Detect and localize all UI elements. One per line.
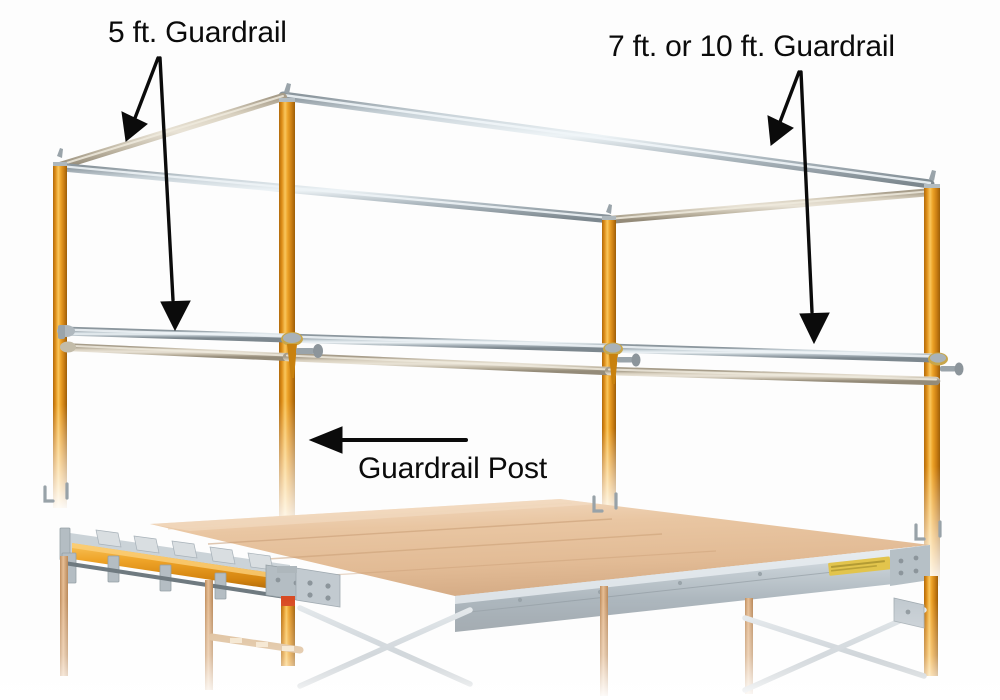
rail-clamp-right	[928, 352, 964, 376]
guardrail-post-right	[924, 170, 940, 586]
mid-guardrail-front	[60, 343, 941, 386]
deck-edge-front-left	[59, 527, 341, 608]
left-top-guardrail	[56, 93, 287, 170]
near-top-guardrail	[55, 162, 614, 224]
rail-clamp-mid-right	[603, 342, 641, 384]
right-guardrail-label: 7 ft. or 10 ft. Guardrail	[608, 30, 895, 63]
mid-guardrail-rear	[57, 326, 939, 363]
right-top-guardrail	[605, 188, 936, 224]
guardrail-post-label: Guardrail Post	[358, 452, 547, 485]
far-top-guardrail	[278, 91, 935, 189]
guardrail-post-center	[279, 83, 295, 530]
guardrail-post-arrow	[308, 426, 468, 454]
rail-clamp-center	[281, 332, 323, 378]
post-foot-hooks	[43, 482, 942, 541]
right-label-arrows	[767, 70, 830, 345]
left-guardrail-label: 5 ft. Guardrail	[108, 16, 287, 49]
left-label-arrows	[121, 56, 191, 332]
deck-platform	[150, 499, 930, 596]
rail-clamp-left	[57, 325, 76, 353]
